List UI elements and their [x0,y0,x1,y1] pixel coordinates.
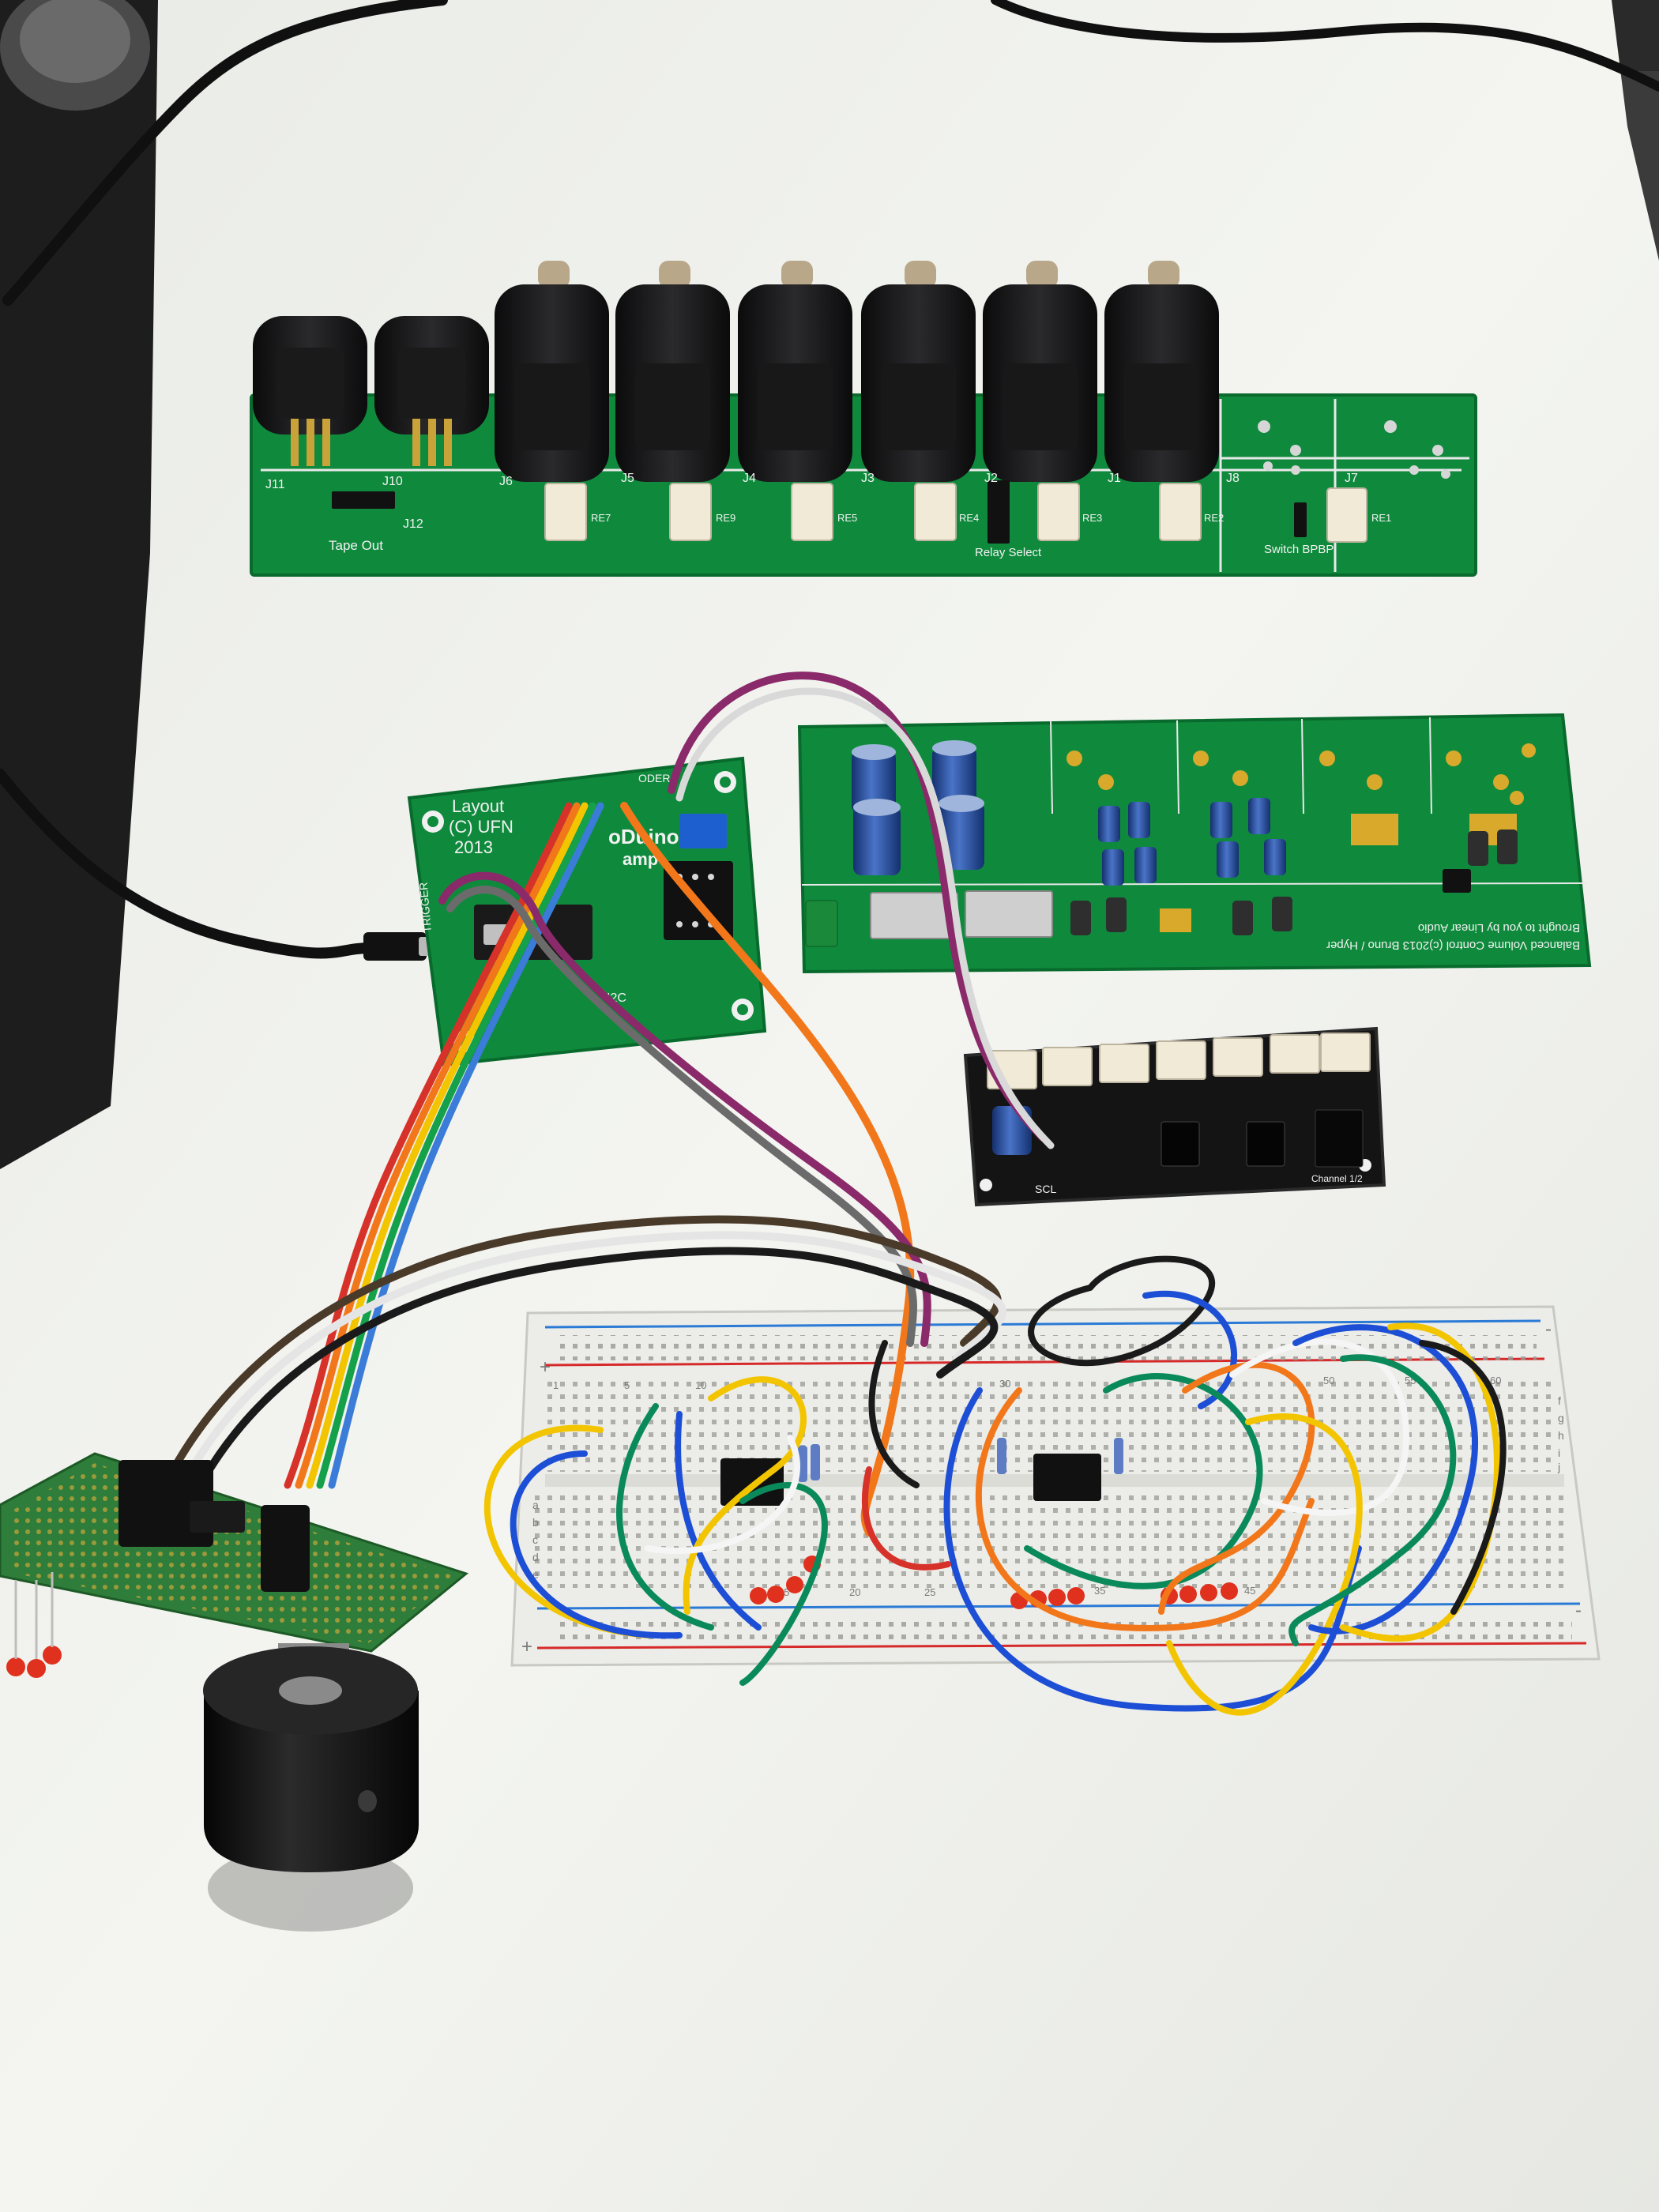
jack-label-j4: J4 [743,472,756,485]
relay-label-re3: RE3 [1082,512,1102,524]
breadboard-rail-symbols: + - + - [521,1319,1582,1657]
row-number: 10 [695,1379,706,1391]
row-number: 25 [924,1586,935,1598]
volume-knob [204,1691,419,1872]
relay-driver-ic [1161,1121,1200,1167]
proto-ic [190,1501,245,1533]
breadboard-resistors [798,1438,1123,1482]
relay-label-re7: RE7 [591,512,611,524]
jack-label-j3: J3 [861,472,875,485]
volume-control-board: Balanced Volume Control (c)2013 Bruno / … [797,713,1592,974]
backplane-board: J11 J10 J6 J5 J4 J3 J2 J1 J8 J7 J12 RE7 … [250,261,1477,577]
credit-line-1: Balanced Volume Control (c)2013 Bruno / … [1326,939,1580,952]
row-number: 20 [849,1586,860,1598]
row-letter: e [532,1568,539,1581]
row-letter: h [1558,1429,1564,1442]
xlr-jack [738,261,852,482]
relay-label-re2: RE2 [1204,512,1224,524]
row-number: 30 [999,1378,1010,1390]
encoder-assembly [0,1452,469,1932]
row-letter: i [1558,1446,1560,1459]
rail-minus-label-bottom: - [1575,1600,1582,1621]
jack-label-j8: J8 [1226,472,1240,485]
header-pins [332,480,1307,544]
row-letter: j [1557,1461,1560,1473]
row-letter: a [532,1499,539,1511]
breadboard-ic [720,1458,784,1506]
power-terminal [805,900,838,947]
row-letter: b [532,1516,539,1529]
xlr-jack [495,261,609,482]
xlr-jack-row [253,261,1219,482]
jack-label-j5: J5 [621,472,634,485]
header-label-j12: J12 [403,517,423,531]
relay-label-re9: RE9 [716,512,735,524]
controller-board: Layout (C) UFN 2013 oDuino amp ODER TRIG… [407,756,767,1067]
relay-row [544,483,1367,543]
backplane-silkscreen: J11 J10 J6 J5 J4 J3 J2 J1 J8 J7 J12 RE7 … [265,472,1391,559]
usb-plug [363,932,427,961]
jack-label-j10: J10 [382,475,403,488]
row-letter: c [532,1533,538,1546]
encoder-label: ODER [638,772,670,784]
layout-label: Layout [452,796,504,816]
relay-label-re4: RE4 [959,512,979,524]
controller-silkscreen: Layout (C) UFN 2013 oDuino amp ODER TRIG… [416,772,679,1005]
jack-label-j1: J1 [1108,472,1121,485]
dupont-connector [261,1505,310,1592]
relay-select-label: Relay Select [975,546,1042,559]
usb-cable [0,769,377,959]
volume-credit-silkscreen: Balanced Volume Control (c)2013 Bruno / … [1326,921,1580,952]
switch-label: Switch BPBP [1264,543,1334,556]
rail-minus-label: - [1545,1319,1552,1340]
rail-plus-label: + [540,1356,551,1378]
row-letter: f [1558,1394,1561,1407]
breadboard-row-letters: f g h i j a b c d e [532,1394,1564,1581]
relay-board-scl-label: SCL [1035,1183,1056,1195]
proto-leds [6,1646,62,1678]
relay-board-channel-label: Channel 1/2 [1311,1173,1363,1184]
relay-board-header [1315,1109,1364,1168]
xlr-jack [983,261,1097,482]
black-cables [0,0,1659,961]
relay-label-re5: RE5 [837,512,857,524]
jack-label-j7: J7 [1345,472,1358,485]
row-letter: d [532,1551,539,1563]
jack-label-j2: J2 [984,472,998,485]
xlr-jack [861,261,976,482]
ic-chip [1443,869,1471,893]
xlr-jack [374,316,489,466]
regulator-modules [870,890,1053,939]
xlr-jack [253,316,367,466]
mounting-pads [1258,420,1450,479]
jack-label-j11: J11 [265,478,285,491]
electrolytic-capacitors [852,740,1518,935]
xlr-jack [615,261,730,482]
jack-label-j6: J6 [499,475,513,488]
xlr-jack [1104,261,1219,482]
year-label: 2013 [454,837,493,857]
knob-set-screw [358,1790,377,1812]
row-number: 5 [624,1379,630,1391]
jumper-wires [154,672,1507,1716]
copyright-label: (C) UFN [449,817,514,837]
row-number: 1 [553,1379,559,1391]
relay-label-re1: RE1 [1371,512,1391,524]
breadboard-ic [1033,1454,1101,1501]
tape-out-label: Tape Out [329,538,383,553]
row-number: 50 [1323,1375,1334,1386]
row-number: 60 [1490,1375,1501,1386]
row-number: 45 [1244,1585,1255,1597]
relay-driver-ic [1246,1121,1285,1167]
row-number: 35 [1094,1585,1105,1597]
credit-line-2: Brought to you by Linear Audio [1418,921,1580,935]
rail-plus-label-bottom: + [521,1636,532,1657]
row-letter: g [1558,1412,1564,1424]
terminal-block [679,814,727,848]
trigger-label: TRIGGER [416,882,433,933]
